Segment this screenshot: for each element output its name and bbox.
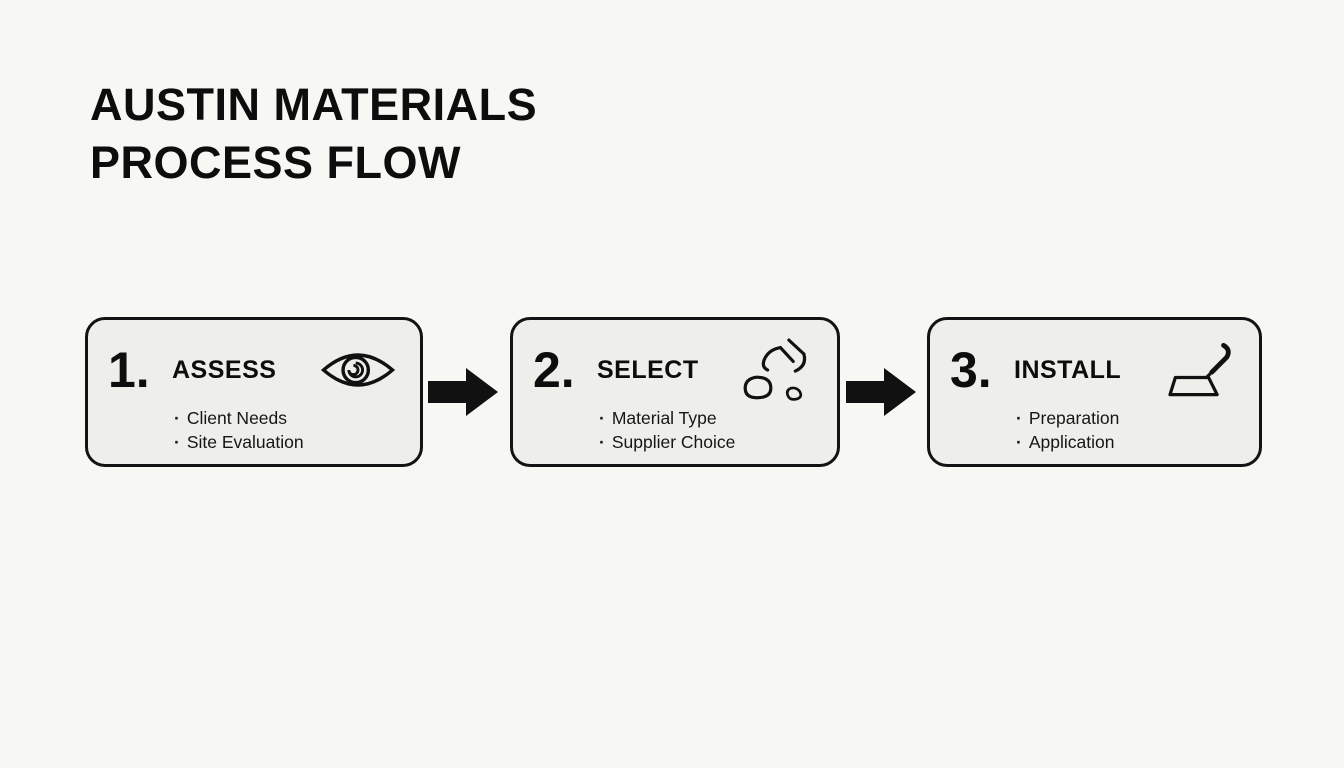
step-label: INSTALL bbox=[1014, 355, 1122, 384]
arrow-right-icon bbox=[846, 362, 916, 422]
step-number: 1. bbox=[108, 342, 150, 398]
step-bullets: Material Type Supplier Choice bbox=[513, 406, 837, 454]
eye-icon bbox=[320, 347, 396, 393]
bullet-item: Material Type bbox=[599, 406, 837, 430]
bullet-item: Site Evaluation bbox=[174, 430, 420, 454]
step-header: 1. ASSESS bbox=[88, 342, 420, 398]
step-box-install: 3. INSTALL Preparation Application bbox=[927, 317, 1262, 467]
bullet-item: Client Needs bbox=[174, 406, 420, 430]
bullet-item: Preparation bbox=[1016, 406, 1259, 430]
bullet-item: Supplier Choice bbox=[599, 430, 837, 454]
step-box-select: 2. SELECT Material Type Supplier Choice bbox=[510, 317, 840, 467]
step-box-assess: 1. ASSESS Client Needs Site Evaluation bbox=[85, 317, 423, 467]
step-label: ASSESS bbox=[172, 355, 277, 384]
hand-picking-stone-icon bbox=[735, 338, 813, 402]
page-title: AUSTIN MATERIALS PROCESS FLOW bbox=[90, 76, 537, 192]
step-bullets: Client Needs Site Evaluation bbox=[88, 406, 420, 454]
step-number: 2. bbox=[533, 342, 575, 398]
step-label: SELECT bbox=[597, 355, 699, 384]
bullet-item: Application bbox=[1016, 430, 1259, 454]
step-bullets: Preparation Application bbox=[930, 406, 1259, 454]
page-title-line1: AUSTIN MATERIALS bbox=[90, 79, 538, 130]
page-title-line2: PROCESS FLOW bbox=[90, 137, 462, 188]
trowel-icon bbox=[1165, 340, 1235, 400]
step-header: 2. SELECT bbox=[513, 338, 837, 401]
arrow-right-icon bbox=[428, 362, 498, 422]
step-number: 3. bbox=[950, 342, 992, 398]
step-header: 3. INSTALL bbox=[930, 342, 1259, 398]
